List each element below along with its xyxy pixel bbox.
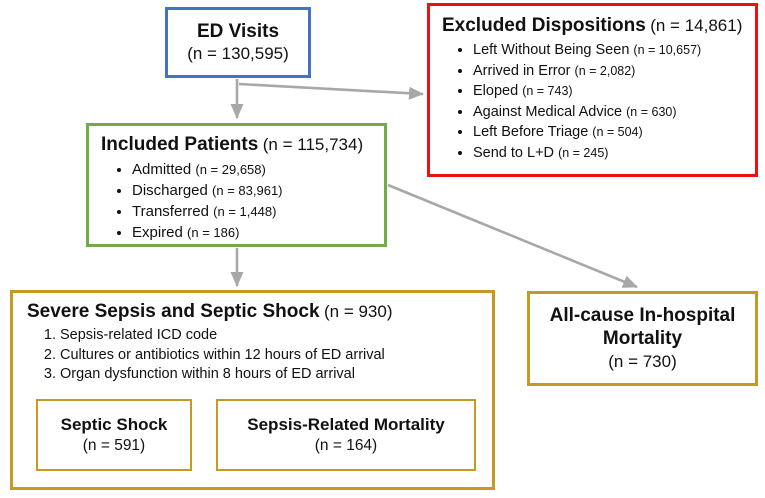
all-cause-title-line2: Mortality (602, 328, 683, 350)
list-item: Left Without Being Seen (n = 10,657) (473, 40, 747, 61)
arrow-included-to-allcause (387, 183, 638, 289)
septic-shock-count: (n = 591) (82, 436, 146, 454)
list-item: Eloped (n = 743) (473, 81, 747, 102)
excluded-list: Left Without Being Seen (n = 10,657) Arr… (442, 40, 747, 163)
list-item: Arrived in Error (n = 2,082) (473, 61, 747, 82)
box-septic-shock: Septic Shock (n = 591) (36, 399, 192, 471)
ed-visits-title: ED Visits (196, 20, 280, 42)
list-item: Sepsis-related ICD code (60, 326, 486, 346)
list-item: Send to L+D (n = 245) (473, 143, 747, 164)
box-excluded-dispositions: Excluded Dispositions (n = 14,861) Left … (427, 3, 758, 177)
excluded-title: Excluded Dispositions (442, 15, 646, 36)
box-sepsis-related-mortality: Sepsis-Related Mortality (n = 164) (216, 399, 476, 471)
excluded-count: (n = 14,861) (650, 16, 743, 35)
list-item: Left Before Triage (n = 504) (473, 122, 747, 143)
severe-sepsis-count: (n = 930) (323, 302, 393, 321)
included-count: (n = 115,734) (262, 135, 364, 154)
included-header: Included Patients (n = 115,734) (101, 134, 378, 156)
box-severe-sepsis: Severe Sepsis and Septic Shock (n = 930)… (10, 290, 495, 490)
sepsis-mortality-title: Sepsis-Related Mortality (247, 414, 445, 434)
list-item: Cultures or antibiotics within 12 hours … (60, 346, 486, 366)
septic-shock-title: Septic Shock (60, 414, 168, 434)
list-item: Against Medical Advice (n = 630) (473, 102, 747, 123)
excluded-header: Excluded Dispositions (n = 14,861) (442, 15, 747, 37)
severe-sepsis-criteria: Sepsis-related ICD code Cultures or anti… (27, 326, 486, 385)
list-item: Admitted (n = 29,658) (132, 159, 378, 180)
list-item: Discharged (n = 83,961) (132, 180, 378, 201)
box-included-patients: Included Patients (n = 115,734) Admitted… (86, 123, 387, 247)
list-item: Organ dysfunction within 8 hours of ED a… (60, 365, 486, 385)
all-cause-count: (n = 730) (608, 352, 677, 372)
ed-visits-count: (n = 130,595) (187, 44, 289, 64)
included-list: Admitted (n = 29,658) Discharged (n = 83… (101, 159, 378, 243)
severe-sepsis-title: Severe Sepsis and Septic Shock (27, 301, 320, 322)
box-ed-visits: ED Visits (n = 130,595) (165, 7, 311, 78)
severe-sepsis-header: Severe Sepsis and Septic Shock (n = 930) (27, 301, 486, 323)
all-cause-title-line1: All-cause In-hospital (549, 304, 736, 326)
included-title: Included Patients (101, 134, 259, 155)
list-item: Transferred (n = 1,448) (132, 201, 378, 222)
box-all-cause-mortality: All-cause In-hospital Mortality (n = 730… (527, 291, 758, 386)
sepsis-mortality-count: (n = 164) (314, 436, 378, 454)
arrow-edvisits-to-excluded (238, 82, 424, 100)
list-item: Expired (n = 186) (132, 222, 378, 243)
